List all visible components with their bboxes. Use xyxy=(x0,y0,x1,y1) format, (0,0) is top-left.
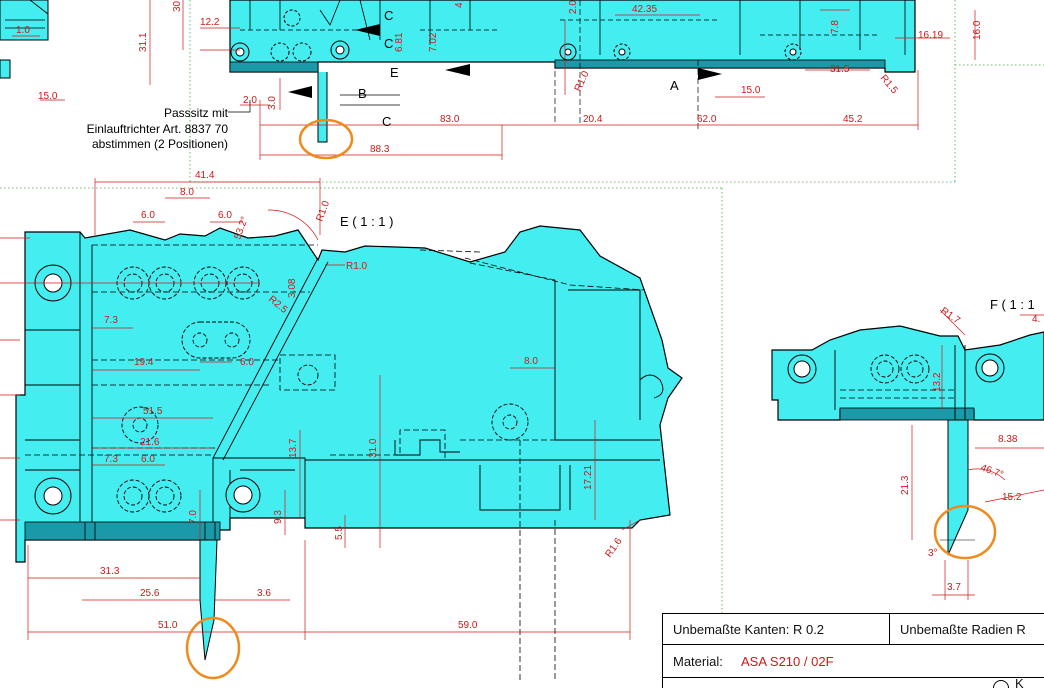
section-letter-c1: C xyxy=(384,8,393,23)
dim-f-6: 15.2 xyxy=(1002,492,1022,503)
dim-top-15: R1.0 xyxy=(573,69,592,93)
dim-top-3: 31.1 xyxy=(138,32,149,52)
dim-top-20: 20.4 xyxy=(583,114,603,125)
dim-top-23: 88.3 xyxy=(370,144,390,155)
dim-e-20: 9.3 xyxy=(273,510,284,524)
unbemasste-radien-cell: Unbemaßte Radien R xyxy=(890,614,1044,644)
dim-e-0: 41.4 xyxy=(195,170,215,181)
dim-top-16: 15.0 xyxy=(741,85,761,96)
dim-top-17: 31.5 xyxy=(830,64,850,75)
dim-e-22: 17.21 xyxy=(583,465,594,490)
section-letter-b: B xyxy=(358,86,367,101)
dim-f-2: 13.2 xyxy=(932,372,943,392)
top-partial-view: 1.0 15.0 12.2 31.1 30 2.0 3.0 4 6.81 7.0… xyxy=(0,0,983,160)
dim-e-21: 5.5 xyxy=(334,526,345,540)
dim-f-7: 3° xyxy=(928,548,938,559)
dim-e-19: 7.0 xyxy=(188,510,199,524)
detail-e-title: E ( 1 : 1 ) xyxy=(340,214,393,229)
note-line-2: Einlauftrichter Art. 8837 70 xyxy=(87,122,229,136)
title-block-row-3: K xyxy=(663,678,1044,688)
dim-e-10: 6.0 xyxy=(240,357,254,368)
material-label: Material: xyxy=(673,654,723,669)
dim-top-11: 42.35 xyxy=(632,4,657,15)
dim-e-12: 51.5 xyxy=(143,406,163,417)
dim-e-16: 31.0 xyxy=(368,438,379,458)
section-letter-c3: C xyxy=(382,114,391,129)
dim-e-2: 6.0 xyxy=(141,210,155,221)
dim-top-8: 6.81 xyxy=(394,32,405,52)
dim-e-15: 13.7 xyxy=(288,438,299,458)
dim-e-11: 19.4 xyxy=(134,357,154,368)
title-block: Unbemaßte Kanten: R 0.2 Unbemaßte Radien… xyxy=(662,613,1044,688)
dim-f-1: 4. xyxy=(1032,314,1040,325)
dim-e-17: 7.3 xyxy=(104,454,118,465)
section-letter-c2: C xyxy=(384,36,393,51)
dim-e-3: 6.0 xyxy=(218,210,232,221)
material-value: ASA S210 / 02F xyxy=(741,654,834,669)
dim-top-9: 7.02 xyxy=(428,32,439,52)
dim-top-19: 83.0 xyxy=(440,114,460,125)
dim-e-1: 8.0 xyxy=(180,187,194,198)
dim-e-27: 51.0 xyxy=(158,620,178,631)
dim-top-4: 30 xyxy=(172,0,183,12)
dim-f-5: 21.3 xyxy=(900,475,911,495)
dim-e-4: 53.2° xyxy=(232,215,250,241)
dim-e-18: 6.0 xyxy=(141,454,155,465)
dim-e-6: R1.0 xyxy=(346,261,368,272)
note-line-1: Passsitz mit xyxy=(164,106,229,120)
dim-top-10: 2.0 xyxy=(568,0,579,14)
dim-top-2: 12.2 xyxy=(200,17,220,28)
note-line-3: abstimmen (2 Positionen) xyxy=(92,137,228,151)
dim-f-0: R1.7 xyxy=(938,305,962,326)
dim-top-22: 45.2 xyxy=(843,114,863,125)
dim-e-23: R1.6 xyxy=(603,536,624,560)
dim-f-8: 3.7 xyxy=(947,582,961,593)
dim-top-12: 7.8 xyxy=(830,20,841,34)
title-block-row-1: Unbemaßte Kanten: R 0.2 Unbemaßte Radien… xyxy=(663,614,1044,645)
dim-top-13: 16.19 xyxy=(918,30,943,41)
section-letter-a: A xyxy=(670,78,679,93)
dim-top-0: 1.0 xyxy=(16,25,30,36)
detail-f-view: F ( 1 : 1 R1.7 4. 13.2 8.38 46.7° 21.3 1… xyxy=(771,297,1044,600)
detail-e-view: E ( 1 : 1 ) 41.4 8.0 6.0 6.0 53.2° R1.0 … xyxy=(0,170,683,680)
dim-e-7: 3.08 xyxy=(287,278,298,298)
dim-e-25: 25.6 xyxy=(140,588,160,599)
dim-e-9: 7.3 xyxy=(104,315,118,326)
dim-top-1: 15.0 xyxy=(38,91,58,102)
dim-top-6: 3.0 xyxy=(267,96,278,110)
dim-e-5: R1.0 xyxy=(314,199,332,223)
dim-e-24: 31.3 xyxy=(100,566,120,577)
section-letter-e: E xyxy=(390,65,399,80)
bottom-fragment-text: K xyxy=(1015,678,1024,688)
dim-top-21: 62.0 xyxy=(697,114,717,125)
dim-top-14: 16.0 xyxy=(972,20,983,40)
dim-f-3: 8.38 xyxy=(998,434,1018,445)
dim-f-4: 46.7° xyxy=(979,462,1005,480)
title-block-row-2: Material: ASA S210 / 02F xyxy=(663,645,1044,678)
dim-top-18: R1.5 xyxy=(878,73,900,97)
dim-top-7: 4 xyxy=(454,2,465,8)
dim-e-13: 8.0 xyxy=(524,356,538,367)
dim-e-26: 3.6 xyxy=(257,588,271,599)
unbemasste-kanten-text: Unbemaßte Kanten: R 0.2 xyxy=(673,622,825,637)
dim-e-14: 21.6 xyxy=(140,437,160,448)
unbemasste-kanten-cell: Unbemaßte Kanten: R 0.2 xyxy=(663,614,890,644)
unbemasste-radien-text: Unbemaßte Radien R xyxy=(900,622,1026,637)
dim-e-28: 59.0 xyxy=(458,620,478,631)
detail-f-title: F ( 1 : 1 xyxy=(990,297,1035,312)
